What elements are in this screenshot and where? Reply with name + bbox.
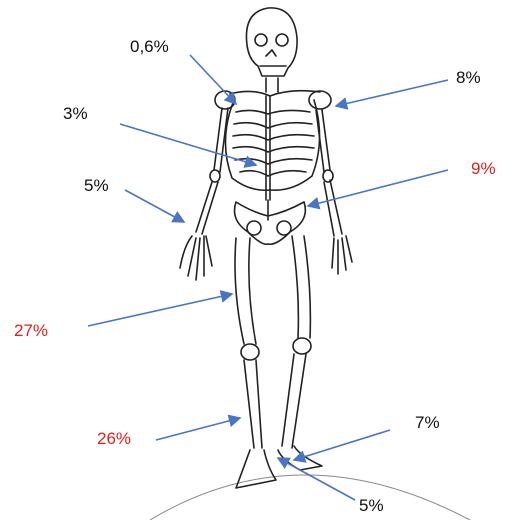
right-femur — [292, 236, 310, 338]
label-shoulder: 8% — [456, 69, 481, 86]
left-forearm — [196, 182, 218, 234]
arrow-tibia — [156, 418, 240, 440]
skeleton — [180, 8, 352, 488]
label-ankle: 7% — [415, 414, 440, 431]
right-forearm — [324, 180, 342, 236]
label-skull: 0,6% — [130, 38, 169, 55]
arrow-ankle — [294, 430, 390, 460]
left-tibia — [244, 360, 262, 448]
ground-arc — [150, 475, 470, 520]
pelvis — [235, 202, 306, 244]
left-hand — [180, 236, 212, 280]
right-tibia — [282, 354, 306, 448]
label-spine: 3% — [63, 105, 88, 122]
right-hand — [332, 236, 352, 274]
spine — [266, 96, 270, 200]
label-foot: 5% — [359, 497, 384, 514]
arrow-shoulder — [336, 80, 448, 106]
label-tibia: 26% — [97, 430, 131, 447]
rib-cage — [225, 100, 319, 190]
arrow-foot — [278, 458, 355, 500]
left-femur — [235, 238, 256, 344]
arrow-wrist — [125, 190, 184, 222]
arrow-spine — [120, 124, 256, 165]
label-wrist: 5% — [84, 177, 109, 194]
label-pelvis: 9% — [471, 160, 496, 177]
arrow-femur — [88, 294, 232, 326]
clavicle — [230, 91, 320, 96]
label-femur: 27% — [14, 322, 48, 339]
arrow-pelvis — [308, 170, 448, 206]
pointer-arrows — [88, 55, 448, 500]
arrow-skull — [190, 55, 236, 104]
